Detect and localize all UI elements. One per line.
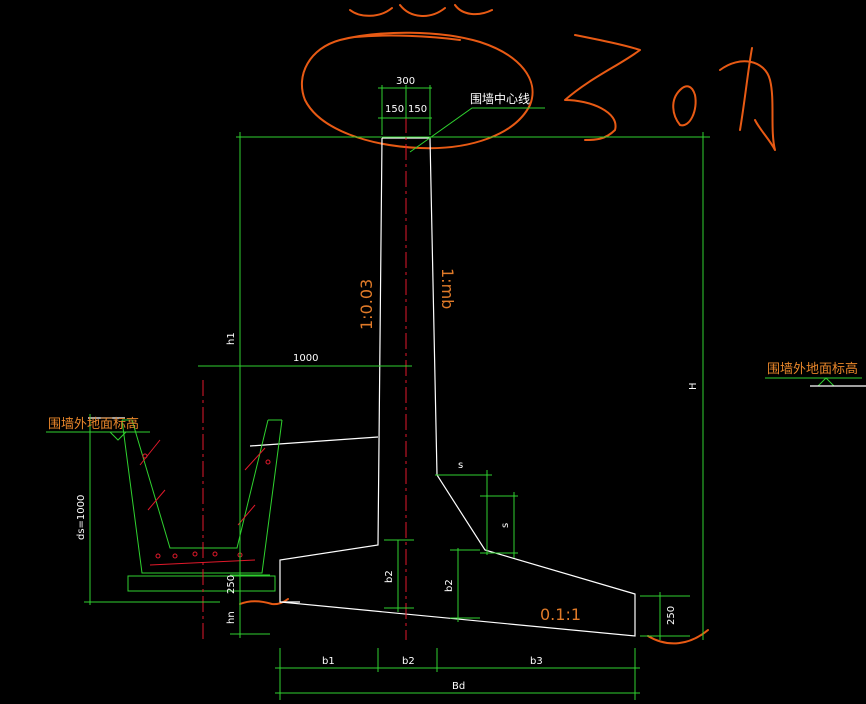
annotation-labels: 围墙中心线 围墙外地面标高 围墙外地面标高 1:0.03 1:mb 0.1:1 xyxy=(48,91,858,624)
dim-top-half-right: 150 xyxy=(408,104,427,115)
ditch-outer xyxy=(121,419,283,574)
dim-b1: b1 xyxy=(322,656,335,667)
slope-base: 0.1:1 xyxy=(540,605,581,624)
dimension-labels: 300 150 150 1000 h1 H ds=1000 250 hn b2 … xyxy=(76,76,699,692)
backfill-ground-line xyxy=(88,417,379,447)
wall-structure xyxy=(88,137,636,637)
dim-heel-250: 250 xyxy=(666,606,677,625)
dim-b3: b3 xyxy=(530,656,543,667)
dim-ds: ds=1000 xyxy=(76,495,87,540)
dim-s-horizontal: s xyxy=(458,460,463,471)
rebar-dots xyxy=(142,453,271,559)
centerlines xyxy=(202,90,407,640)
dim-bed-250: 250 xyxy=(226,575,237,594)
markup-number-c xyxy=(719,47,776,151)
slope-right-face: 1:mb xyxy=(438,268,457,309)
outside-ground-label-right: 围墙外地面标高 xyxy=(767,361,858,377)
markup-number-a xyxy=(564,34,641,141)
dim-h1: h1 xyxy=(226,332,237,345)
dim-hn: hn xyxy=(226,611,237,624)
dim-H: H xyxy=(688,382,699,390)
dim-s-vertical: s xyxy=(500,523,511,528)
markup-ellipse xyxy=(300,31,534,150)
markup-heel-curve xyxy=(647,629,709,645)
markup-top-scribble xyxy=(349,4,493,17)
ditch-bed-pad xyxy=(127,575,276,592)
dim-top-width: 300 xyxy=(396,76,415,87)
slope-left-face: 1:0.03 xyxy=(357,279,376,330)
dim-Bd: Bd xyxy=(452,681,465,692)
ditch-rebar xyxy=(139,439,266,566)
dim-b2-left: b2 xyxy=(384,570,395,583)
ditch-inner xyxy=(131,419,269,549)
dim-ditch-offset: 1000 xyxy=(293,353,318,364)
dim-top-half-left: 150 xyxy=(385,104,404,115)
dim-b2-right: b2 xyxy=(444,579,455,592)
wall-centerline-label: 围墙中心线 xyxy=(470,91,530,106)
markup-number-b xyxy=(672,85,697,127)
dimension-lines xyxy=(46,85,866,700)
outside-ground-label-left: 围墙外地面标高 xyxy=(48,416,139,432)
wall-outline xyxy=(279,137,636,637)
dim-b2-bottom: b2 xyxy=(402,656,415,667)
